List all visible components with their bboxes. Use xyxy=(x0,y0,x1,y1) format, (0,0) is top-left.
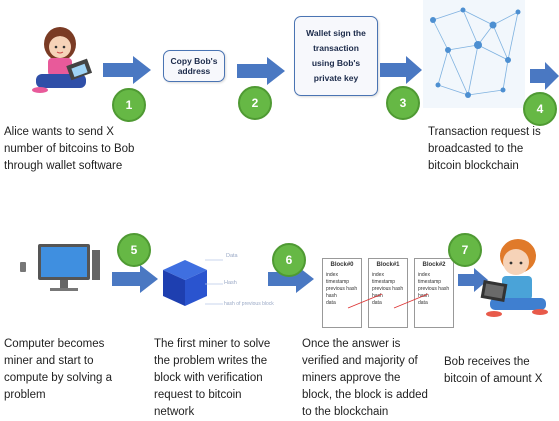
block-link-lines xyxy=(347,293,429,309)
step-badge-1: 1 xyxy=(112,88,146,122)
block-line: timestamp xyxy=(372,279,396,285)
block-line: data xyxy=(372,300,382,306)
desktop-computer-icon xyxy=(18,240,102,306)
step-badge-3: 3 xyxy=(386,86,420,120)
block-line: index xyxy=(418,272,430,278)
block-line: previous hash xyxy=(372,286,404,292)
caption-verified: Once the answer is verified and majority… xyxy=(302,338,428,418)
step-badge-2: 2 xyxy=(238,86,272,120)
block-line: previous hash xyxy=(418,286,450,292)
cube-label-data: Data xyxy=(226,253,238,259)
block-card: Block#1 index timestamp previous hash ha… xyxy=(368,258,408,328)
bob-boy-with-laptop-icon xyxy=(476,234,556,324)
wallet-sign-box: Wallet sign the transaction using Bob's … xyxy=(294,16,378,96)
caption-alice: Alice wants to send X number of bitcoins… xyxy=(4,126,135,172)
cube-connector-lines xyxy=(205,259,223,305)
right-arrow-icon xyxy=(380,56,422,84)
block-line: timestamp xyxy=(418,279,442,285)
block-line: data xyxy=(326,300,336,306)
block-title: Block#1 xyxy=(376,262,400,268)
right-arrow-icon xyxy=(530,62,559,90)
block-line: index xyxy=(326,272,338,278)
step-badge-5: 5 xyxy=(117,233,151,267)
caption-computer: Computer becomes miner and start to comp… xyxy=(4,338,113,401)
right-arrow-icon xyxy=(237,57,285,85)
block-card: Block#2 index timestamp previous hash ha… xyxy=(414,258,454,328)
step-badge-7: 7 xyxy=(448,233,482,267)
block-line: hash xyxy=(326,293,337,299)
step-badge-6: 6 xyxy=(272,243,306,277)
block-title: Block#0 xyxy=(330,262,354,268)
block-card: Block#0 index timestamp previous hash ha… xyxy=(322,258,362,328)
caption-broadcast: Transaction request is broadcasted to th… xyxy=(428,126,541,172)
cube-label-hash: Hash xyxy=(224,280,237,286)
cube-label-prev-hash: hash of previous block xyxy=(224,301,274,307)
block-line: index xyxy=(372,272,384,278)
block-line: data xyxy=(418,300,428,306)
network-globe-icon xyxy=(423,0,525,108)
caption-bob: Bob receives the bitcoin of amount X xyxy=(444,356,543,385)
caption-first-miner: The first miner to solve the problem wri… xyxy=(154,338,271,418)
block-line: timestamp xyxy=(326,279,350,285)
right-arrow-icon xyxy=(103,56,151,84)
block-title: Block#2 xyxy=(422,262,446,268)
step-badge-4: 4 xyxy=(523,92,557,126)
copy-address-box: Copy Bob's address xyxy=(163,50,225,82)
alice-girl-with-laptop-icon xyxy=(28,22,98,102)
right-arrow-icon xyxy=(112,265,158,293)
blockchain-cube-icon xyxy=(160,258,210,308)
block-line: previous hash xyxy=(326,286,358,292)
right-arrow-icon xyxy=(458,268,488,292)
